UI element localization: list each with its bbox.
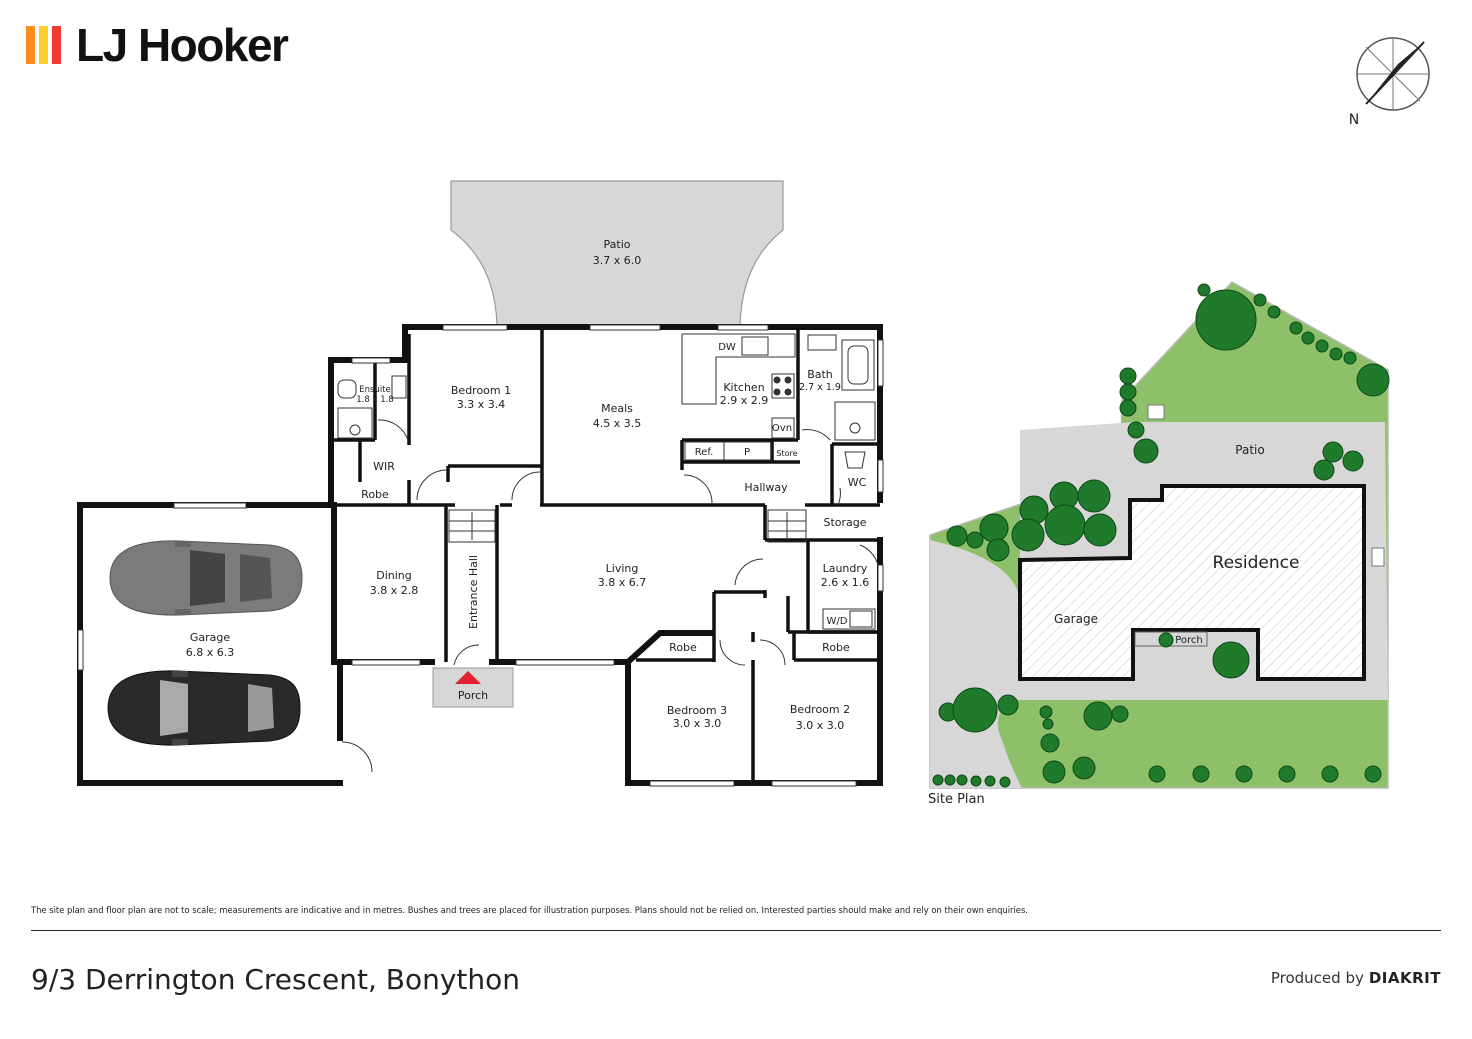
compass-label: N <box>1349 112 1359 128</box>
site-porch-label: Porch <box>1175 635 1203 646</box>
dining-label: Dining <box>376 569 412 582</box>
ovn-label: Ovn <box>772 423 792 434</box>
patio-area <box>450 180 784 326</box>
site-plan-title: Site Plan <box>928 792 985 807</box>
bedroom2-size: 3.0 x 3.0 <box>796 719 845 732</box>
steps <box>448 509 807 543</box>
wc-label: WC <box>848 476 867 489</box>
entrance-hall-label: Entrance Hall <box>467 555 480 629</box>
bedroom1-size: 3.3 x 3.4 <box>457 398 506 411</box>
door-swings <box>341 419 879 773</box>
patio-size: 3.7 x 6.0 <box>593 254 642 267</box>
bedroom1-label: Bedroom 1 <box>451 384 511 397</box>
compass-icon <box>1356 37 1430 111</box>
patio-label: Patio <box>604 238 631 251</box>
laundry-size: 2.6 x 1.6 <box>821 576 870 589</box>
bath-fixtures <box>337 334 876 630</box>
dining-size: 3.8 x 2.8 <box>370 584 419 597</box>
room-labels: Bedroom 1 3.3 x 3.4 Meals 4.5 x 3.5 Kitc… <box>186 342 870 732</box>
property-address: 9/3 Derrington Crescent, Bonython <box>31 963 521 996</box>
hallway-label: Hallway <box>744 481 788 494</box>
disclaimer-text: The site plan and floor plan are not to … <box>31 905 1028 915</box>
producer-prefix: Produced by <box>1270 969 1364 987</box>
porch-area <box>432 667 514 708</box>
site-residence <box>1018 484 1366 681</box>
store-label: Store <box>776 449 797 458</box>
site-residence-label: Residence <box>1213 553 1300 573</box>
wd-label: W/D <box>827 616 848 627</box>
meals-label: Meals <box>601 402 633 415</box>
bath-size: 2.7 x 1.9 <box>799 382 841 393</box>
interior-walls <box>331 330 880 783</box>
kitchen-label: Kitchen <box>723 381 764 394</box>
site-garage-label: Garage <box>1054 612 1098 626</box>
car-gray-icon <box>109 540 303 616</box>
ensuite-size: 1.8 x 1.8 <box>356 395 393 405</box>
storage-label: Storage <box>823 516 866 529</box>
car-black-icon <box>107 670 301 746</box>
living-size: 3.8 x 6.7 <box>598 576 647 589</box>
wir-label: WIR <box>373 460 395 473</box>
robe-bed1-label: Robe <box>361 488 389 501</box>
bath-label: Bath <box>807 368 833 381</box>
logo-stripe-orange <box>26 26 35 64</box>
bedroom3-size: 3.0 x 3.0 <box>673 717 722 730</box>
robe-bed3-label: Robe <box>669 641 697 654</box>
ensuite-label: Ensuite <box>359 385 391 395</box>
entry-arrow-icon <box>455 671 481 684</box>
living-label: Living <box>606 562 639 575</box>
site-trees <box>932 283 1390 788</box>
windows <box>77 324 884 787</box>
porch-label: Porch <box>458 689 488 702</box>
ref-label: Ref. <box>695 447 714 458</box>
logo-wordmark: LJ Hooker <box>76 19 289 71</box>
logo-stripe-yellow <box>39 26 48 64</box>
site-patio-label: Patio <box>1235 443 1264 457</box>
producer-brand: DIAKRIT <box>1368 969 1441 987</box>
kitchen-fixtures <box>681 333 796 461</box>
logo-stripe-red <box>52 26 61 64</box>
footer-divider <box>31 930 1441 931</box>
kitchen-size: 2.9 x 2.9 <box>720 394 769 407</box>
bedroom3-label: Bedroom 3 <box>667 704 727 717</box>
meals-size: 4.5 x 3.5 <box>593 417 642 430</box>
robe-bed2-label: Robe <box>822 641 850 654</box>
pantry-label: P <box>744 447 750 458</box>
bedroom2-label: Bedroom 2 <box>790 703 850 716</box>
garage-size: 6.8 x 6.3 <box>186 646 235 659</box>
dw-label: DW <box>718 342 736 353</box>
garage-label: Garage <box>190 631 231 644</box>
laundry-label: Laundry <box>823 562 868 575</box>
